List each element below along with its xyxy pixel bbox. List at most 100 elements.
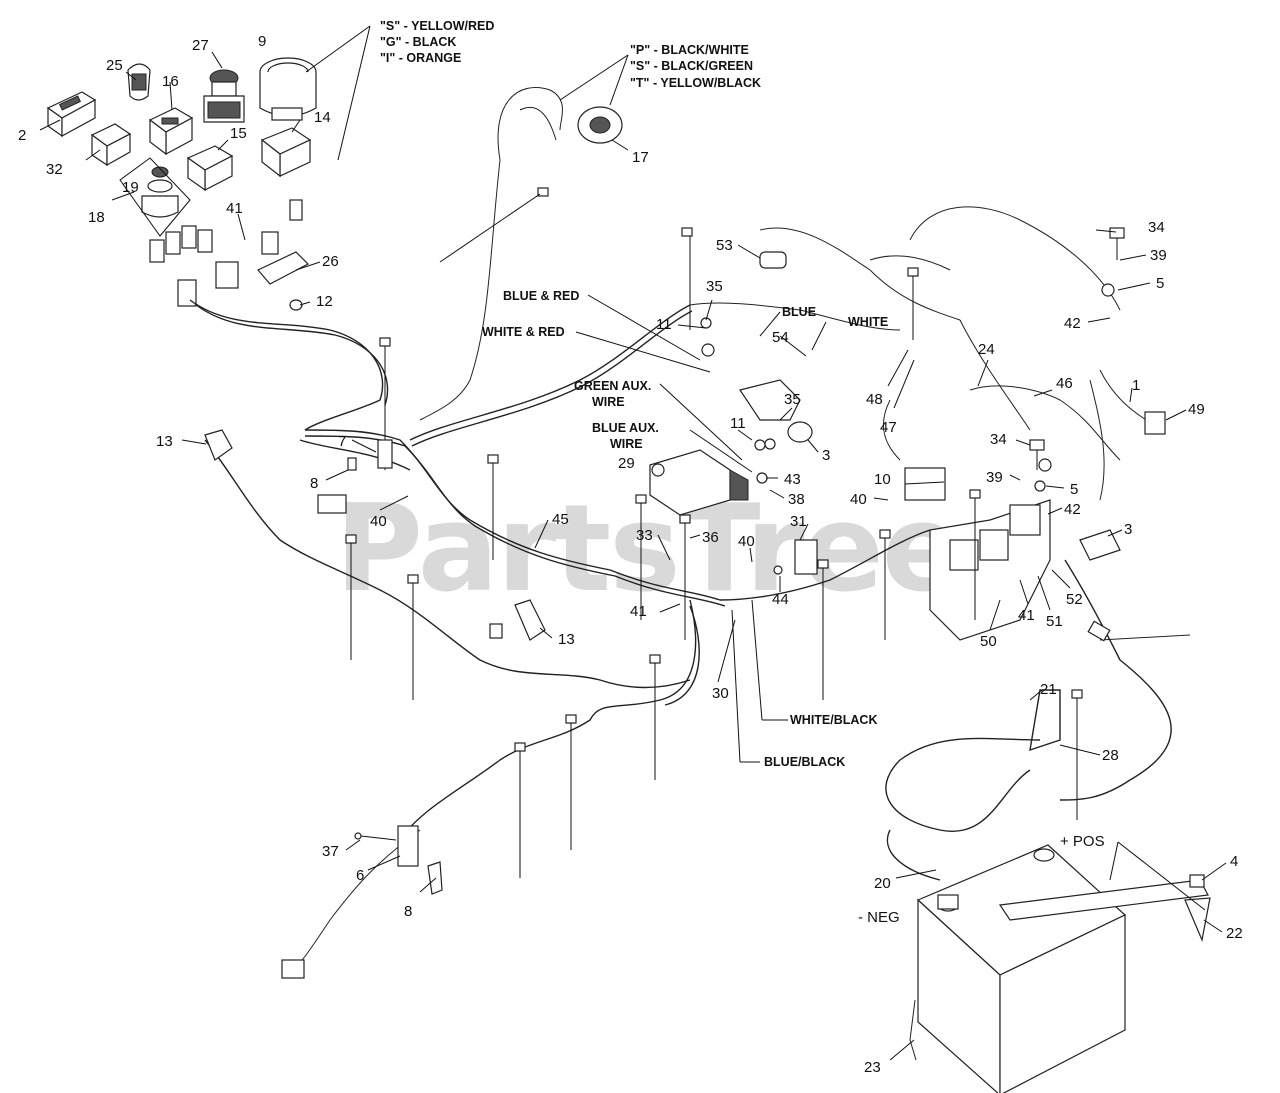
hour-meter-part [46, 91, 97, 138]
battery [885, 559, 1211, 1093]
label-green-aux-2: WIRE [592, 395, 625, 409]
callout-30: 30 [712, 685, 729, 702]
clip-8b-part [427, 861, 443, 895]
switch-31-part [794, 539, 818, 575]
callout-12: 12 [316, 293, 333, 310]
callout-18: 18 [88, 209, 105, 226]
callout-39a: 39 [1150, 247, 1167, 264]
connector-bundle [149, 199, 310, 311]
callout-29: 29 [618, 455, 635, 472]
callout-50: 50 [980, 633, 997, 650]
callout-35a: 35 [706, 278, 723, 295]
switch-32-part [90, 123, 132, 167]
callout-39b: 39 [986, 469, 1003, 486]
callout-32: 32 [46, 161, 63, 178]
legend-1-line-3: "I" - ORANGE [380, 51, 461, 65]
screw-37-part [354, 832, 397, 841]
label-white-black: WHITE/BLACK [790, 713, 878, 727]
callout-33: 33 [636, 527, 653, 544]
callout-17: 17 [632, 149, 649, 166]
callout-15: 15 [230, 125, 247, 142]
callout-44: 44 [772, 591, 789, 608]
callout-53: 53 [716, 237, 733, 254]
connector-13b-part [514, 599, 546, 641]
cable-ties [345, 187, 1083, 878]
callout-21: 21 [1040, 681, 1057, 698]
switch-cluster [46, 57, 317, 311]
battery-cable-3-part [1079, 529, 1121, 561]
callout-31: 31 [790, 513, 807, 530]
callout-42b: 42 [1064, 501, 1081, 518]
callout-13b: 13 [558, 631, 575, 648]
callout-23: 23 [864, 1059, 881, 1076]
callout-42a: 42 [1064, 315, 1081, 332]
callout-40a: 40 [370, 513, 387, 530]
ring-terminals [700, 283, 1115, 575]
callout-8a: 8 [310, 475, 318, 492]
relay-part [739, 379, 813, 443]
callout-8b: 8 [404, 903, 412, 920]
callout-22: 22 [1226, 925, 1243, 942]
label-blue-aux-1: BLUE AUX. [592, 421, 659, 435]
callout-26: 26 [322, 253, 339, 270]
callout-numbers: 2 25 16 27 9 32 15 14 19 18 41 26 12 17 … [18, 33, 1243, 1076]
callout-6: 6 [356, 867, 364, 884]
label-white: WHITE [848, 315, 888, 329]
callout-1: 1 [1132, 377, 1140, 394]
callout-25: 25 [106, 57, 123, 74]
wire-labels: BLUE & RED BLUE WHITE WHITE & RED GREEN … [482, 289, 1105, 926]
label-blue-red: BLUE & RED [503, 289, 579, 303]
seat-switch-17-part [577, 106, 623, 144]
callout-35b: 35 [784, 391, 801, 408]
callout-24: 24 [978, 341, 995, 358]
callout-2: 2 [18, 127, 26, 144]
connector-8a-part [347, 457, 357, 471]
callout-41b: 41 [630, 603, 647, 620]
connector-49-part [1144, 411, 1166, 435]
ignition-switch-19-part [141, 166, 179, 218]
callout-37: 37 [322, 843, 339, 860]
bolt-34-part [1029, 227, 1125, 470]
callout-38: 38 [788, 491, 805, 508]
label-blue-black: BLUE/BLACK [764, 755, 845, 769]
legend-1-line-2: "G" - BLACK [380, 35, 456, 49]
callout-11a: 11 [656, 316, 672, 333]
pto-knob-27-part [203, 69, 245, 123]
legend-2-line-3: "T" - YELLOW/BLACK [630, 76, 761, 90]
label-blue: BLUE [782, 305, 816, 319]
callout-46: 46 [1056, 375, 1073, 392]
bracket-18-outline [119, 157, 191, 237]
callout-5a: 5 [1156, 275, 1164, 292]
switch-25-part [127, 63, 151, 101]
callout-40b: 40 [850, 491, 867, 508]
connector-7-part [377, 439, 393, 469]
callout-20: 20 [874, 875, 891, 892]
callout-14: 14 [314, 109, 331, 126]
watermark: PartsTree [335, 480, 961, 619]
callout-11b: 11 [730, 415, 746, 432]
callout-27: 27 [192, 37, 209, 54]
callout-34a: 34 [1148, 219, 1165, 236]
color-legend-2: "P" - BLACK/WHITE "S" - BLACK/GREEN "T" … [630, 43, 761, 90]
callout-34b: 34 [990, 431, 1007, 448]
lower-connectors [204, 429, 546, 979]
callout-41c: 41 [1018, 607, 1035, 624]
leader-lines [39, 25, 1227, 1061]
legend-2-line-2: "S" - BLACK/GREEN [630, 59, 753, 73]
connector-53-part [759, 251, 787, 269]
callout-49: 49 [1188, 401, 1205, 418]
callout-47: 47 [880, 419, 897, 436]
callout-48: 48 [866, 391, 883, 408]
callout-51: 51 [1046, 613, 1063, 630]
connector-13a-part [204, 429, 233, 461]
label-pos: + POS [1060, 833, 1105, 850]
switch-16-part [148, 107, 194, 156]
connector-small [489, 623, 503, 639]
callout-3b: 3 [1124, 521, 1132, 538]
callout-40c: 40 [738, 533, 755, 550]
callout-52: 52 [1066, 591, 1083, 608]
callout-3a: 3 [822, 447, 830, 464]
callout-41a: 41 [226, 200, 243, 217]
callout-28: 28 [1102, 747, 1119, 764]
